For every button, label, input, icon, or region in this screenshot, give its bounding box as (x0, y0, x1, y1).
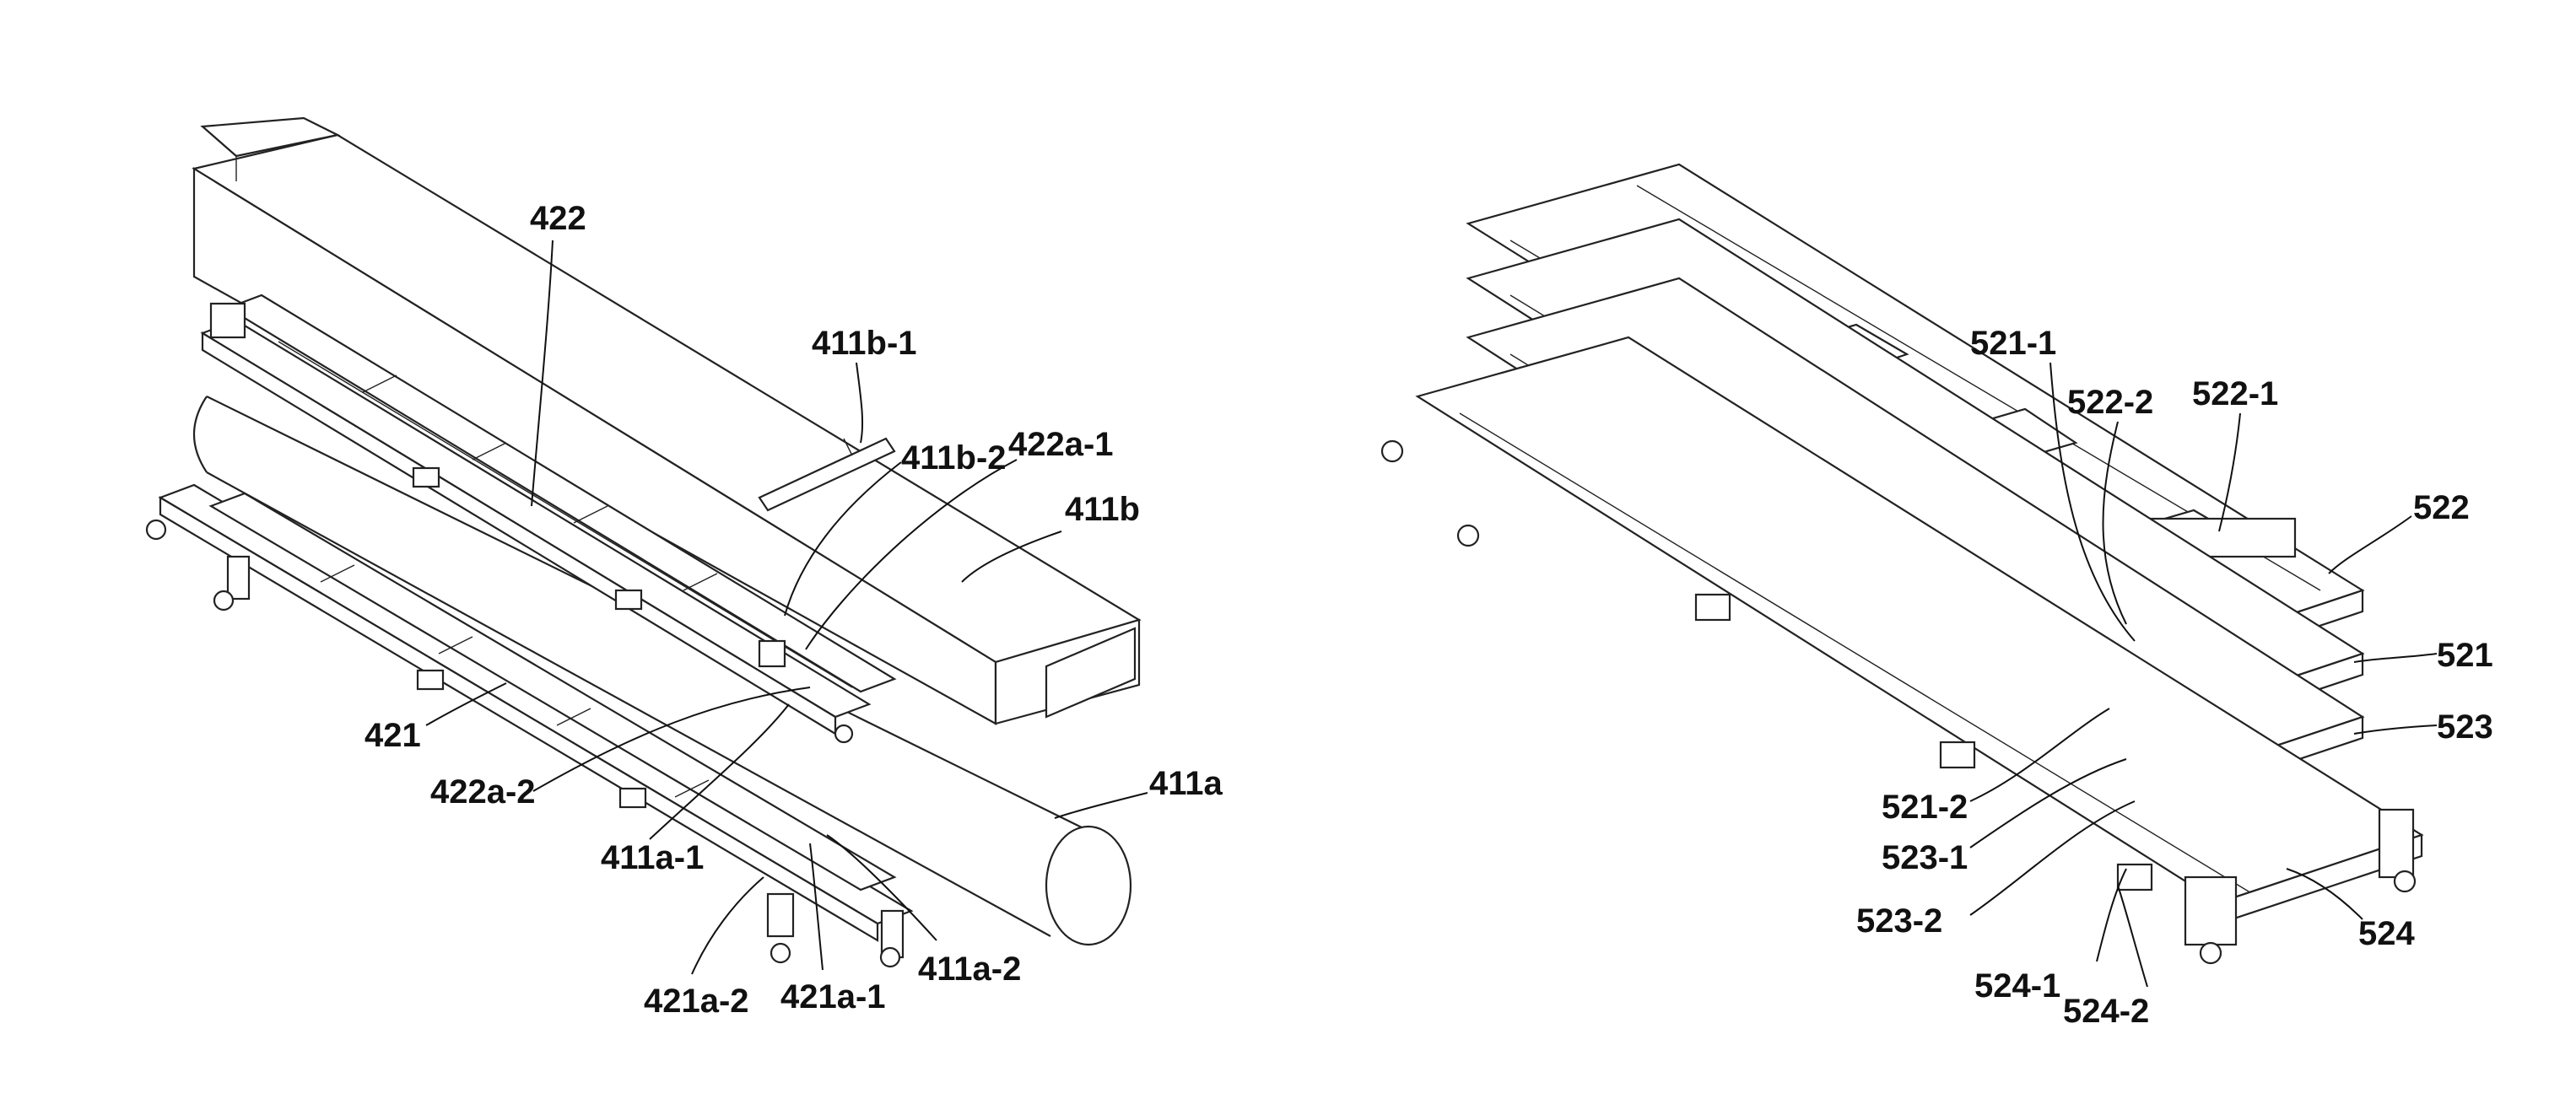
label-522-2: 522-2 (2067, 384, 2153, 421)
label-523-1: 523-1 (1882, 839, 1968, 876)
lower-frame (145, 483, 914, 968)
label-411b: 411b (1065, 491, 1140, 528)
label-521: 521 (2437, 637, 2493, 674)
label-522-1: 522-1 (2192, 375, 2278, 412)
label-422a-2: 422a-2 (430, 773, 536, 811)
right-labels: 521-1 522-2 522-1 522 521 523 521-2 523-… (1856, 325, 2493, 1030)
label-411a-2: 411a-2 (918, 951, 1021, 988)
label-524: 524 (2358, 915, 2415, 952)
upper-frame (200, 294, 897, 744)
label-421: 421 (365, 717, 421, 754)
right-assembly: 521-1 522-2 522-1 522 521 523 521-2 523-… (1380, 163, 2493, 1030)
label-521-1: 521-1 (1970, 325, 2056, 362)
label-421a-2: 421a-2 (644, 983, 749, 1020)
label-523: 523 (2437, 708, 2493, 746)
label-523-2: 523-2 (1856, 902, 1942, 940)
label-411b-1: 411b-1 (812, 325, 917, 362)
label-411a: 411a (1149, 765, 1223, 802)
left-assembly: 422 411b-1 411b-2 422a-1 411b 421 422a-2… (145, 116, 1223, 1020)
label-411b-2: 411b-2 (901, 439, 1007, 477)
label-521-2: 521-2 (1882, 789, 1968, 826)
label-422: 422 (530, 200, 586, 237)
label-524-1: 524-1 (1974, 967, 2060, 1005)
label-422a-1: 422a-1 (1008, 426, 1114, 463)
frame-524 (1380, 336, 2424, 965)
left-labels: 422 411b-1 411b-2 422a-1 411b 421 422a-2… (365, 200, 1223, 1020)
label-421a-1: 421a-1 (780, 978, 886, 1015)
label-411a-1: 411a-1 (601, 839, 704, 876)
label-524-2: 524-2 (2063, 993, 2149, 1030)
label-522: 522 (2413, 489, 2470, 526)
